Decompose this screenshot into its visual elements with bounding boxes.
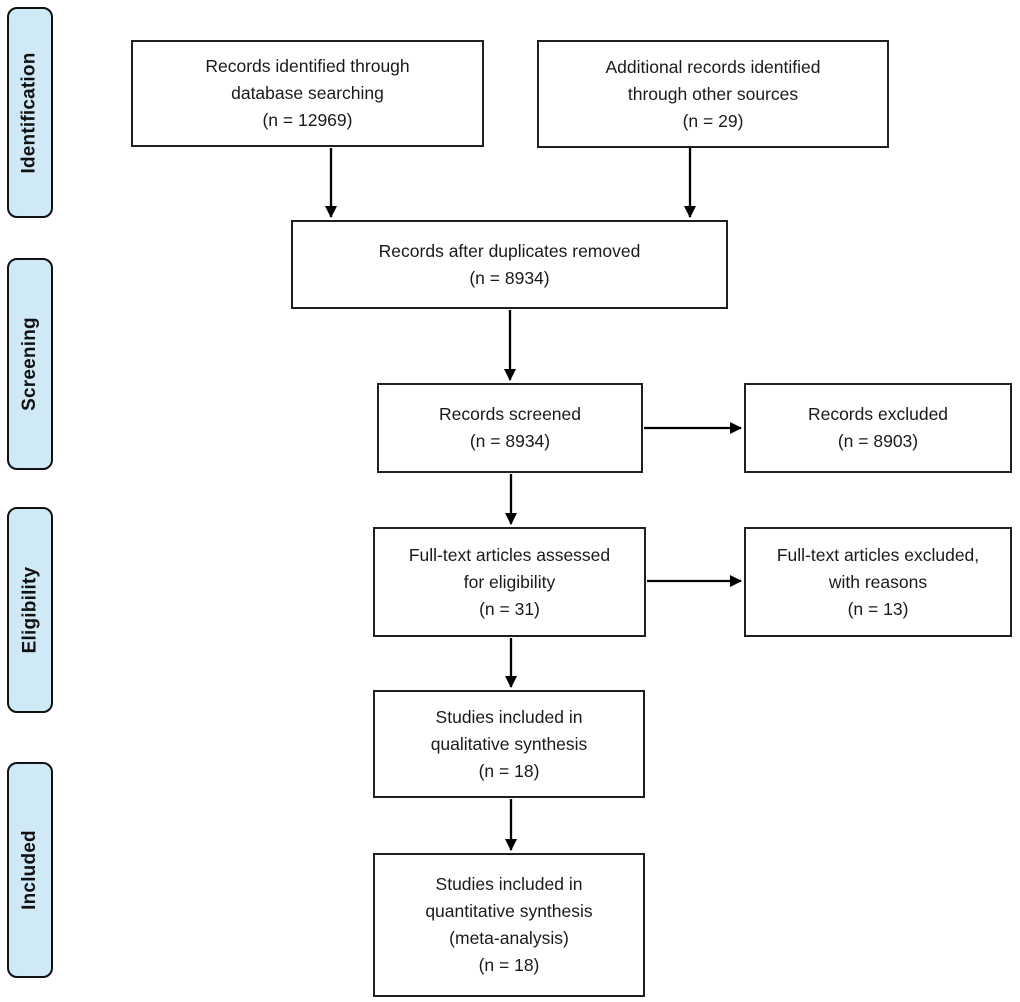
- stage-label-screening-text: Screening: [19, 317, 41, 411]
- stage-label-included: Included: [7, 762, 53, 978]
- box-additional-records-text: Additional records identified through ot…: [605, 56, 821, 131]
- box-records-identified-text: Records identified through database sear…: [205, 56, 410, 130]
- box-records-screened-text: Records screened (n = 8934): [438, 404, 582, 451]
- stage-label-eligibility: Eligibility: [7, 507, 53, 713]
- box-qualitative-synthesis-text: Studies included in qualitative synthesi…: [430, 706, 588, 781]
- box-records-excluded-text: Records excluded (n = 8903): [807, 404, 949, 451]
- box-records-screened: Records screened (n = 8934): [377, 383, 643, 473]
- box-quantitative-synthesis: Studies included in quantitative synthes…: [373, 853, 645, 997]
- box-additional-records: Additional records identified through ot…: [537, 40, 889, 148]
- box-fulltext-assessed-text: Full-text articles assessed for eligibil…: [408, 544, 611, 619]
- box-qualitative-synthesis: Studies included in qualitative synthesi…: [373, 690, 645, 798]
- stage-label-identification-text: Identification: [19, 51, 40, 174]
- box-fulltext-assessed: Full-text articles assessed for eligibil…: [373, 527, 646, 637]
- stage-label-included-text: Included: [19, 830, 40, 910]
- box-fulltext-excluded: Full-text articles excluded, with reason…: [744, 527, 1012, 637]
- box-duplicates-removed-text: Records after duplicates removed (n = 89…: [378, 240, 641, 288]
- stage-label-identification: Identification: [7, 7, 53, 218]
- box-fulltext-excluded-text: Full-text articles excluded, with reason…: [776, 544, 980, 619]
- box-records-identified: Records identified through database sear…: [131, 40, 484, 147]
- box-records-excluded: Records excluded (n = 8903): [744, 383, 1012, 473]
- stage-label-screening: Screening: [7, 258, 53, 470]
- stage-label-eligibility-text: Eligibility: [19, 566, 40, 654]
- box-quantitative-synthesis-text: Studies included in quantitative synthes…: [425, 874, 593, 975]
- box-duplicates-removed: Records after duplicates removed (n = 89…: [291, 220, 728, 309]
